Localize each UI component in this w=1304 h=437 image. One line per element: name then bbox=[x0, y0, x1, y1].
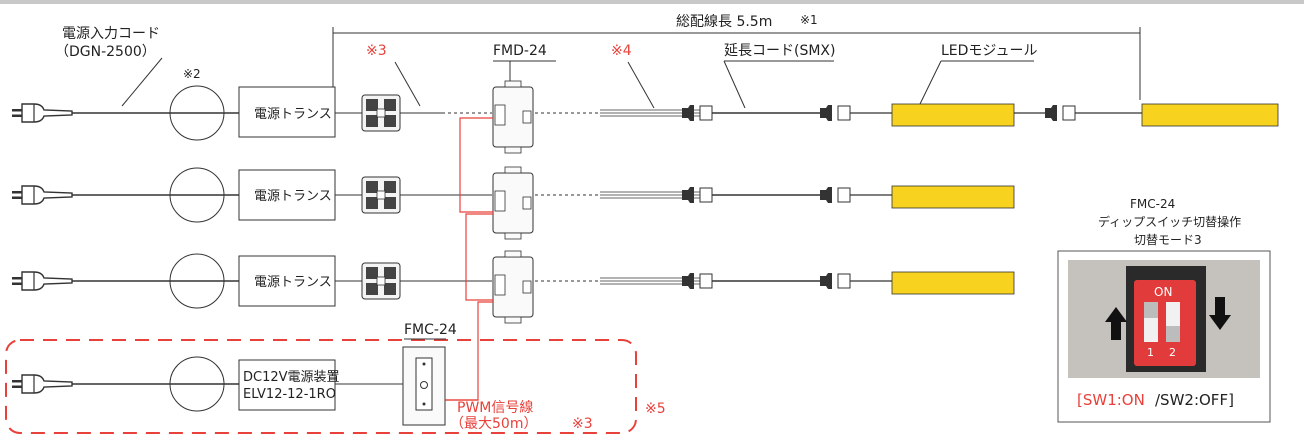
transformer-box bbox=[238, 255, 336, 307]
switch-caption-on: [SW1:ON bbox=[1077, 391, 1145, 409]
arrow-up-icon bbox=[1105, 307, 1127, 340]
arrow-down-icon bbox=[1209, 297, 1231, 330]
switch-panel-title: FMC-24 bbox=[1130, 197, 1175, 211]
controller-region bbox=[5, 339, 637, 434]
controller-power-unit bbox=[238, 359, 336, 411]
input-cord-label: 電源入力コード bbox=[62, 26, 160, 42]
fmd-unit bbox=[492, 166, 534, 240]
dip-position-2: 2 bbox=[1169, 346, 1176, 359]
pwm-note-label: ※3 bbox=[572, 416, 593, 432]
jack-icon bbox=[1044, 104, 1076, 122]
plug-icon bbox=[11, 103, 73, 123]
fmd-label: FMD-24 bbox=[493, 43, 547, 59]
led-module-bar bbox=[891, 103, 1015, 127]
dip-position-1: 1 bbox=[1147, 346, 1154, 359]
led-module-label: LEDモジュール bbox=[941, 43, 1037, 59]
plug-icon bbox=[11, 271, 73, 291]
note-5-label: ※5 bbox=[645, 401, 666, 417]
total-length-label: 総配線長 5.5m bbox=[676, 14, 772, 30]
pwm-signal-wiring bbox=[440, 117, 493, 401]
controller-power-model: ELV12-12-1RO bbox=[243, 387, 336, 402]
led-module-bar bbox=[891, 185, 1015, 209]
fmc-label: FMC-24 bbox=[404, 322, 457, 338]
transformer-label: 電源トランス bbox=[254, 107, 332, 122]
fmd-unit bbox=[492, 250, 534, 324]
pwm-label: PWM信号線 bbox=[457, 400, 533, 416]
total-length-dimension: 総配線長 5.5m ※1 bbox=[332, 13, 1141, 100]
transformer-box bbox=[238, 86, 336, 138]
transformer-label: 電源トランス bbox=[254, 189, 332, 204]
jack-icon bbox=[819, 186, 851, 204]
extension-cord-label: 延長コード(SMX) bbox=[724, 43, 835, 59]
note-2-label: ※2 bbox=[183, 67, 201, 81]
switch-panel-mode: 切替モード3 bbox=[1134, 233, 1202, 247]
note-4-label: ※4 bbox=[611, 43, 632, 59]
pwm-length-label: （最大50m） bbox=[450, 416, 537, 432]
note-3-label: ※3 bbox=[366, 43, 387, 59]
led-module-bar bbox=[891, 271, 1015, 295]
input-cord-model: （DGN-2500） bbox=[55, 44, 156, 60]
switch-panel-subtitle: ディップスイッチ切替操作 bbox=[1098, 214, 1241, 229]
transformer-box bbox=[238, 169, 336, 221]
total-length-note: ※1 bbox=[800, 13, 818, 27]
controller-power-label: DC12V電源装置 bbox=[243, 370, 340, 385]
plug-icon bbox=[11, 185, 73, 205]
plug-icon bbox=[11, 374, 73, 394]
connector-block bbox=[361, 94, 401, 132]
connector-block bbox=[361, 262, 401, 300]
connector-block bbox=[361, 176, 401, 214]
top-border bbox=[0, 0, 1304, 4]
dip-switch-panel: ON 1 2 [SW1:ON /SW2:OFF] bbox=[1057, 250, 1271, 423]
transformer-label: 電源トランス bbox=[254, 275, 332, 290]
dip-on-label: ON bbox=[1154, 285, 1172, 299]
input-cord-leader bbox=[121, 57, 163, 107]
dip-switch-2-off bbox=[1166, 326, 1180, 342]
wiring-row-3: 電源トランス bbox=[11, 250, 1015, 324]
led-module-bar bbox=[1141, 103, 1279, 127]
jack-icon bbox=[819, 272, 851, 290]
dip-switch-1-on bbox=[1144, 302, 1158, 318]
controller-row: DC12V電源装置 ELV12-12-1RO bbox=[11, 346, 478, 426]
switch-caption-off: /SW2:OFF] bbox=[1155, 391, 1234, 409]
fmd-unit bbox=[492, 80, 534, 154]
wiring-row-2: 電源トランス bbox=[11, 166, 1015, 240]
jack-icon bbox=[819, 104, 851, 122]
wiring-row-1: 電源トランス bbox=[11, 80, 1279, 154]
